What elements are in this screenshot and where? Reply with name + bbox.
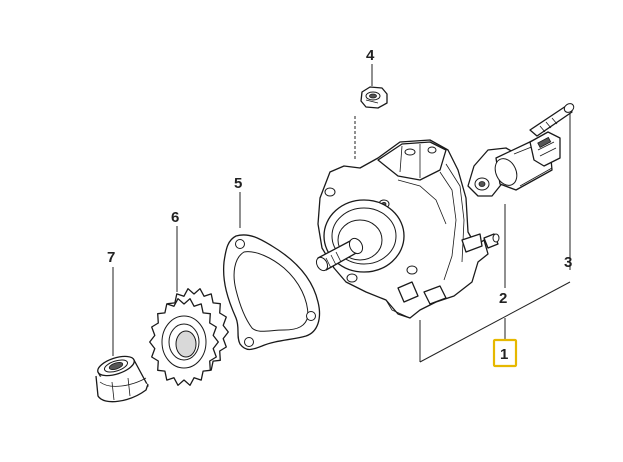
bolt-icon [529,103,575,137]
callout-2: 2 [499,290,507,307]
callout-1-highlight[interactable] [492,338,518,368]
nut-icon [360,86,388,109]
callout-7: 7 [107,249,115,266]
callout-3: 3 [564,254,572,271]
valve-icon [467,103,575,197]
callout-1[interactable]: 1 [500,346,508,363]
sleeve-icon [95,355,149,403]
callout-labels: 4 5 6 7 2 3 1 [107,47,572,368]
pump-icon [315,139,500,319]
gasket-icon [222,234,321,351]
callout-5: 5 [234,175,242,192]
sprocket-icon [149,288,229,386]
callout-4: 4 [366,47,375,64]
leader-lines [112,64,571,363]
callout-6: 6 [171,209,179,226]
